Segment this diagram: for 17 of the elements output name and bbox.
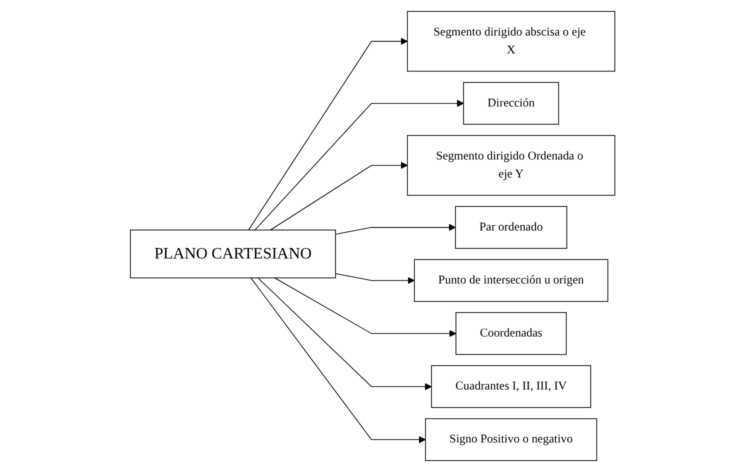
node-box: Segmento dirigido abscisa o eje X [406, 10, 616, 72]
arrow [250, 277, 426, 444]
arrow [248, 38, 408, 230]
arrow [274, 277, 456, 338]
node-box: Punto de intersección u origen [414, 259, 608, 302]
node-box: Segmento dirigido Ordenada o eje Y [406, 135, 616, 196]
arrow [254, 100, 464, 230]
node-box: Dirección [463, 82, 559, 125]
node-box: PLANO CARTESIANO [130, 230, 336, 278]
arrow [270, 162, 408, 230]
node-box: Cuadrantes I, II, III, IV [431, 365, 591, 408]
arrow [335, 273, 415, 284]
arrow [257, 277, 432, 390]
node-box: Signo Positivo o negativo [424, 418, 597, 461]
node-box: Par ordenado [454, 206, 568, 249]
arrow [335, 224, 456, 235]
node-box: Coordenadas [455, 312, 567, 355]
